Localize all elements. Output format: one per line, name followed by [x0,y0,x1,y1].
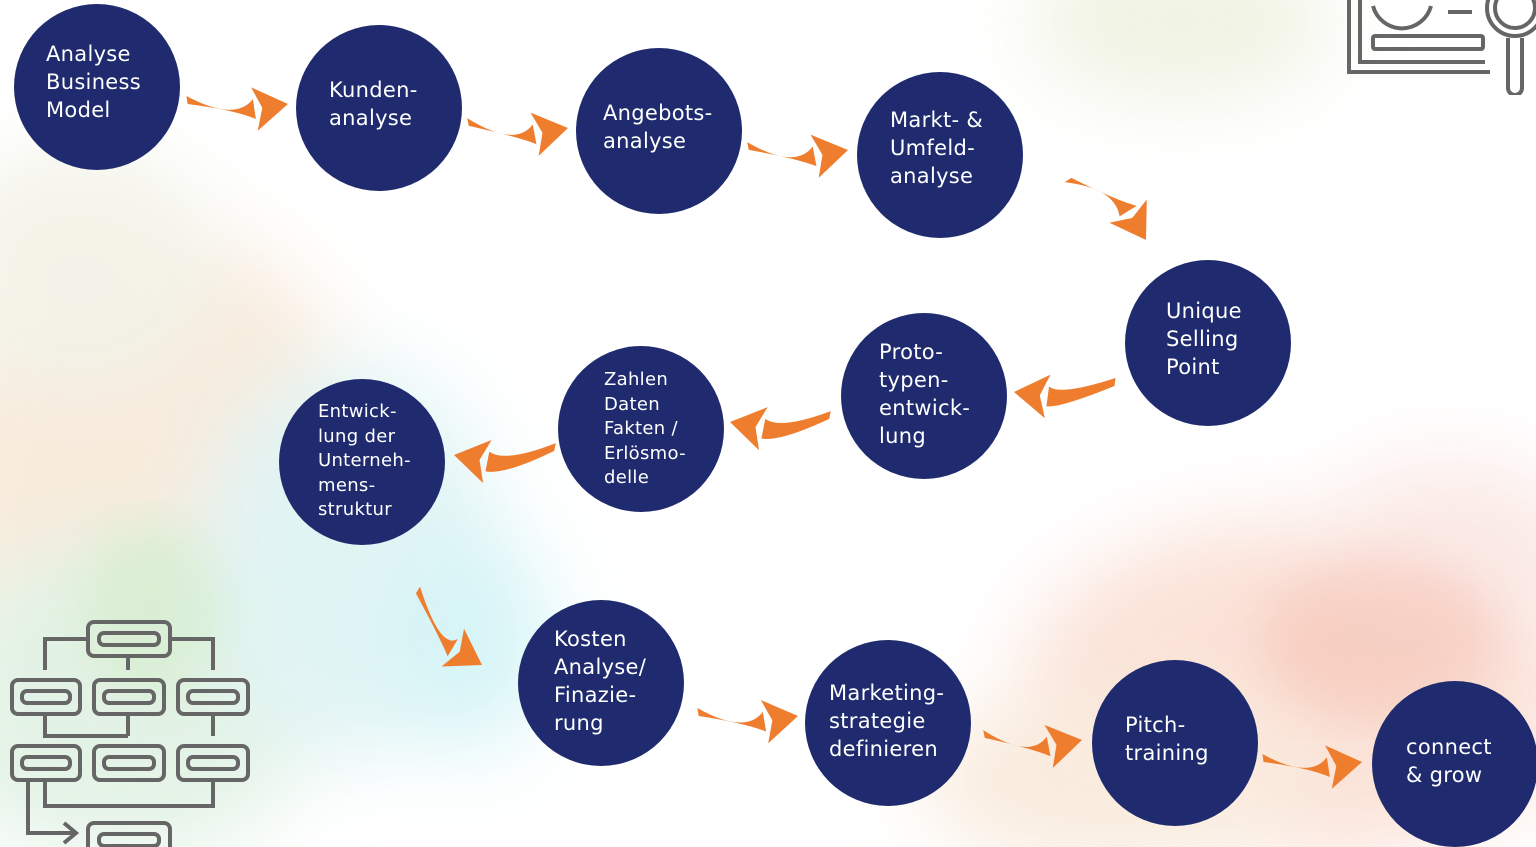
flow-arrow-n3-to-n4 [747,134,848,178]
process-step-6-label: Proto- typen- entwick- lung [879,340,971,448]
flow-arrow-n1-to-n2 [186,87,288,131]
process-step-2-circle [296,25,462,191]
process-step-8-circle [279,379,445,545]
flow-arrow-n2-to-n3 [467,112,568,156]
process-step-7-circle [558,346,724,512]
process-step-12-circle [1372,681,1536,847]
process-step-12-label: connect & grow [1406,735,1492,787]
flow-arrow-n8-to-n9 [415,586,482,667]
flow-arrow-n7-to-n8 [454,439,556,484]
process-step-7-label: Zahlen Daten Fakten / Erlösmo- delle [604,369,686,488]
flow-arrow-n10-to-n11 [983,724,1082,769]
flow-arrow-n11-to-n12 [1262,745,1362,789]
process-step-1-circle [14,4,180,170]
process-step-8-label: Entwick- lung der Unterneh- mens- strukt… [318,401,411,520]
process-step-5-circle [1125,260,1291,426]
process-step-4-circle [857,72,1023,238]
process-step-2-label: Kunden- analyse [329,78,418,130]
process-step-9-label: Kosten Analyse/ Finazie- rung [554,627,647,735]
process-step-5-label: Unique Selling Point [1166,299,1242,379]
process-step-3-circle [576,48,742,214]
process-step-6-circle [841,313,1007,479]
process-step-4-label: Markt- & Umfeld- analyse [890,108,984,188]
flow-arrow-n5-to-n6 [1014,374,1116,419]
process-step-11-circle [1092,660,1258,826]
process-step-9-circle [518,600,684,766]
flow-arrow-n9-to-n10 [697,700,798,744]
process-step-11-label: Pitch- training [1125,713,1209,765]
flow-arrow-n6-to-n7 [730,407,831,451]
process-step-10-label: Marketing- strategie definieren [829,681,945,761]
flow-arrow-n4-to-n5 [1064,177,1147,240]
process-step-1-label: Analyse Business Model [46,42,142,122]
dashboard-magnifier-icon [1347,0,1536,95]
flowchart-icon [10,620,250,847]
process-step-10-circle [805,640,971,806]
process-step-3-label: Angebots- analyse [603,101,713,153]
